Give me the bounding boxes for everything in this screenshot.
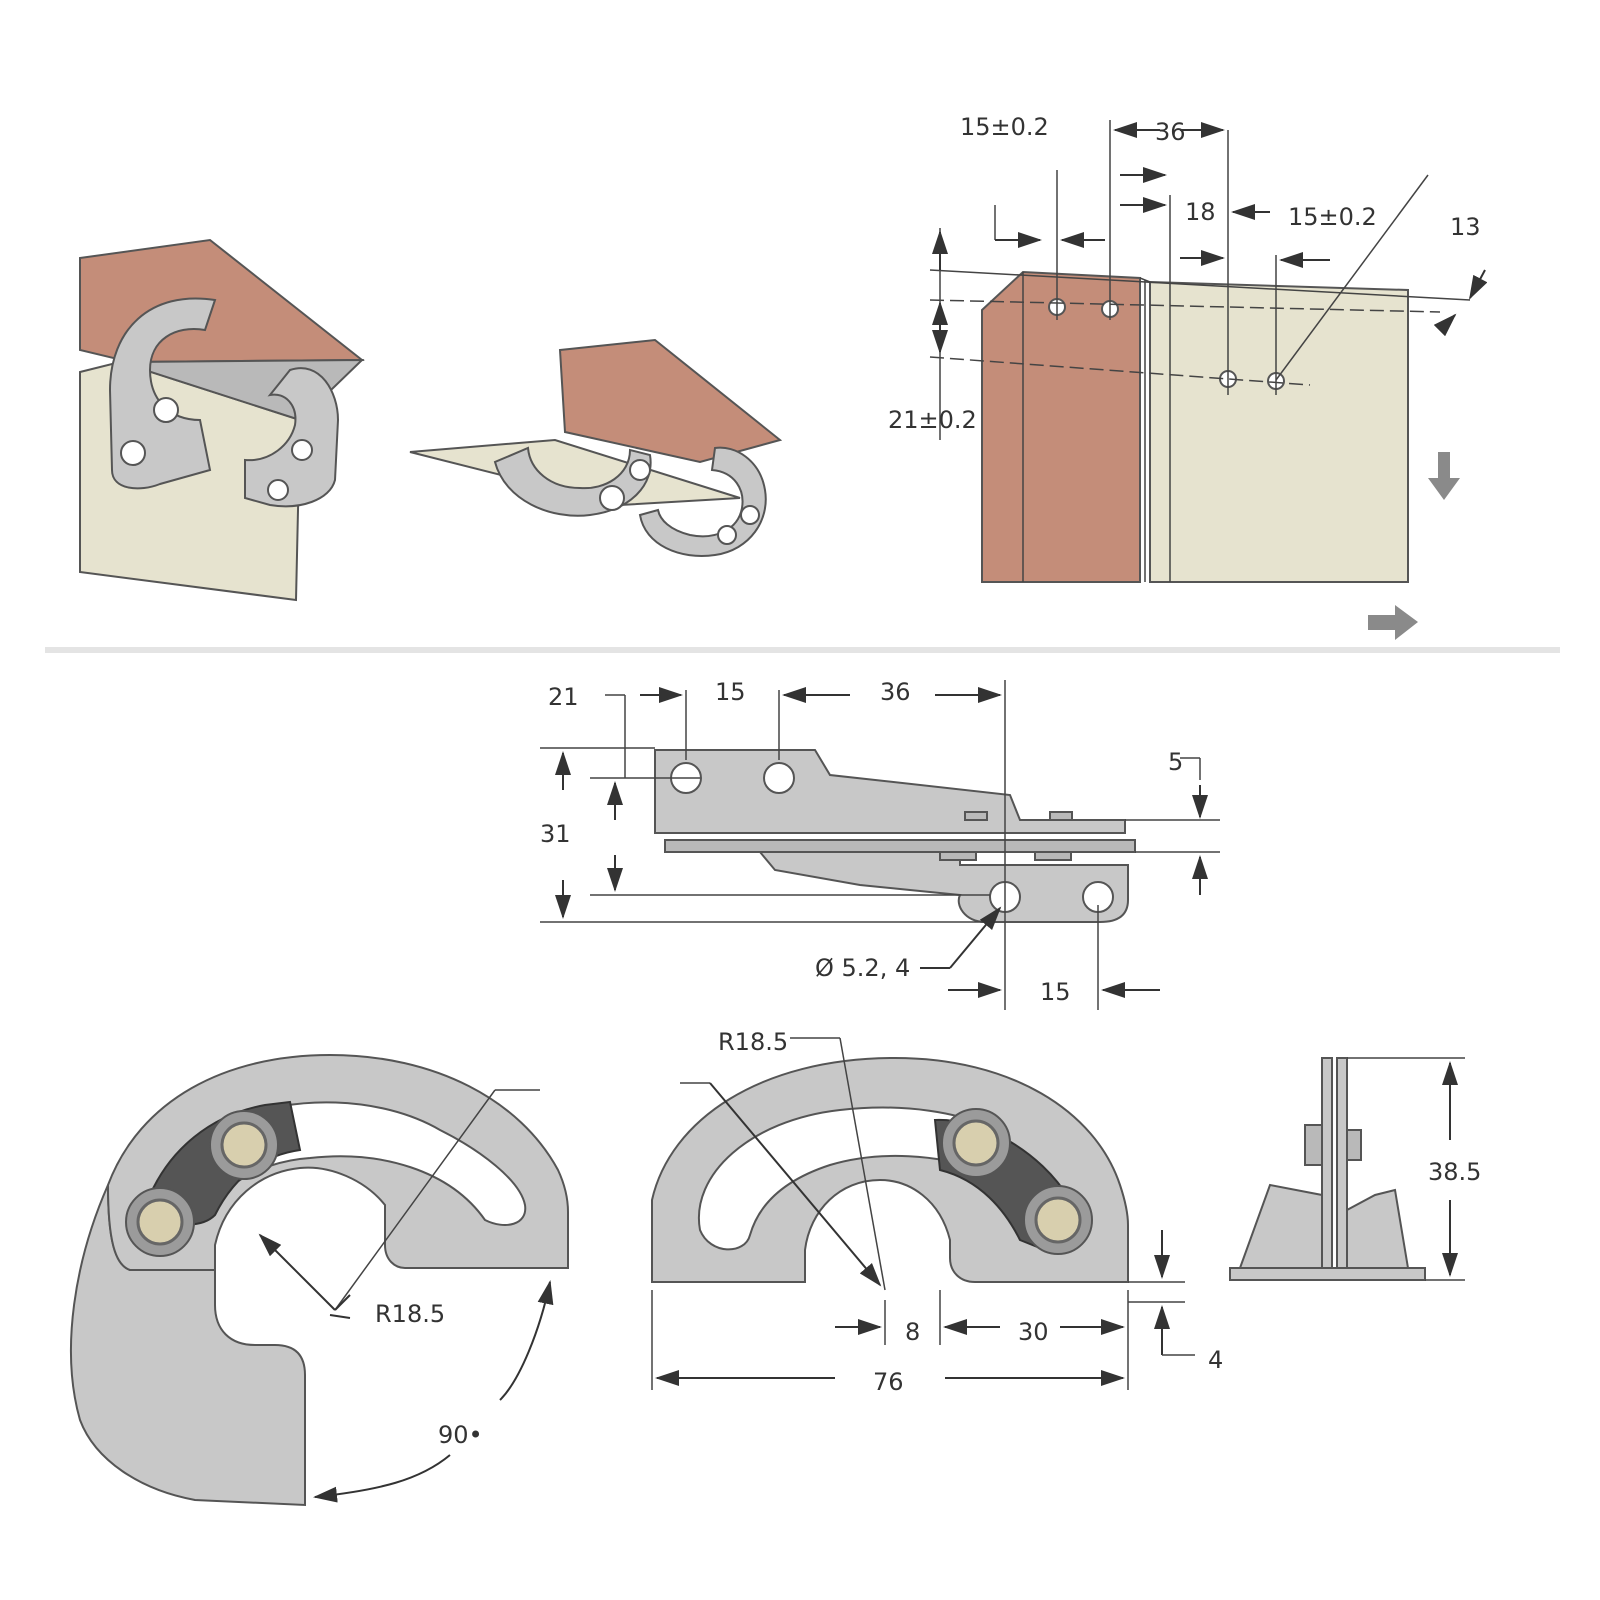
dim-label: 31 [540, 820, 571, 848]
hinge-screw-hole [120, 440, 146, 466]
dim-label: 13 [1450, 213, 1481, 241]
hinge-arc-closed-view: R18.5 8 30 76 4 [651, 1028, 1223, 1396]
pivot-pin [952, 1119, 1000, 1167]
pivot-pin [220, 1121, 268, 1169]
hinge-edge-profile: 38.5 [1229, 1057, 1481, 1281]
hinge-screw-hole [740, 505, 760, 525]
dim-label: 90• [438, 1421, 483, 1449]
dim-label: 15±0.2 [1288, 203, 1377, 231]
down-arrow-icon [1428, 452, 1460, 500]
base-flange [1229, 1267, 1426, 1281]
rivet-profile [1346, 1129, 1362, 1161]
dim-label: 5 [1168, 748, 1183, 776]
hinge-screw-hole [291, 439, 313, 461]
dim-label: R18.5 [375, 1300, 445, 1328]
arc-slot [233, 1101, 527, 1226]
dim-label: 21±0.2 [888, 406, 977, 434]
arc-plate [651, 1056, 1129, 1283]
plate-edge [1321, 1057, 1333, 1281]
screw-hole [763, 762, 795, 794]
hinge-screw-hole [267, 479, 289, 501]
installation-diagram: 15±0.2 36 18 15±0.2 13 21±0.2 [888, 113, 1488, 640]
rivet [1049, 811, 1073, 821]
dim-label: Ø 5.2, 4 [815, 954, 910, 982]
rivet [964, 811, 988, 821]
dim-label: 30 [1018, 1318, 1049, 1346]
dim-label: R18.5 [718, 1028, 788, 1056]
door-panel [1149, 280, 1409, 583]
hinge-arc-open-view: R18.5 90• [69, 1053, 569, 1507]
dim-label: 36 [880, 678, 911, 706]
plate-edge [1336, 1057, 1348, 1281]
arc-plate-main [106, 1053, 569, 1271]
rivet [1034, 851, 1072, 861]
dim-label: 15±0.2 [960, 113, 1049, 141]
dim-label: 15 [1040, 978, 1071, 1006]
right-arrow-icon [1368, 605, 1418, 640]
hinge-screw-hole [599, 485, 625, 511]
dim-label: 8 [905, 1318, 920, 1346]
cabinet-top [558, 338, 783, 464]
rotation-arrow [499, 1280, 554, 1401]
dim-label: 21 [548, 683, 579, 711]
isometric-hinge-view-1 [79, 238, 365, 602]
hinge-screw-hole [717, 525, 737, 545]
dim-label: 76 [873, 1368, 904, 1396]
dim-label: 38.5 [1428, 1158, 1481, 1186]
pivot-pin [1034, 1196, 1082, 1244]
dim-label: 4 [1208, 1346, 1223, 1374]
hinge-screw-hole [153, 397, 179, 423]
mount-bracket-right [1346, 1188, 1410, 1269]
side-elevation-view: 21 15 36 5 31 Ø 5.2, 4 15 [540, 678, 1220, 1010]
pivot-pin [136, 1198, 184, 1246]
lower-hinge-plate [757, 851, 1129, 923]
cabinet-side-panel [981, 270, 1141, 583]
dim-label: 15 [715, 678, 746, 706]
isometric-hinge-view-2 [409, 338, 783, 557]
rivet [939, 851, 977, 861]
hinge-arc-right [244, 367, 340, 508]
rivet-profile [1304, 1124, 1323, 1166]
dim-label: 18 [1185, 198, 1216, 226]
hinge-screw-hole [629, 459, 651, 481]
base-plate [664, 839, 1136, 853]
rotation-arrow [313, 1454, 451, 1503]
dim-label: 36 [1155, 118, 1186, 146]
mount-bracket-left [1238, 1183, 1323, 1269]
